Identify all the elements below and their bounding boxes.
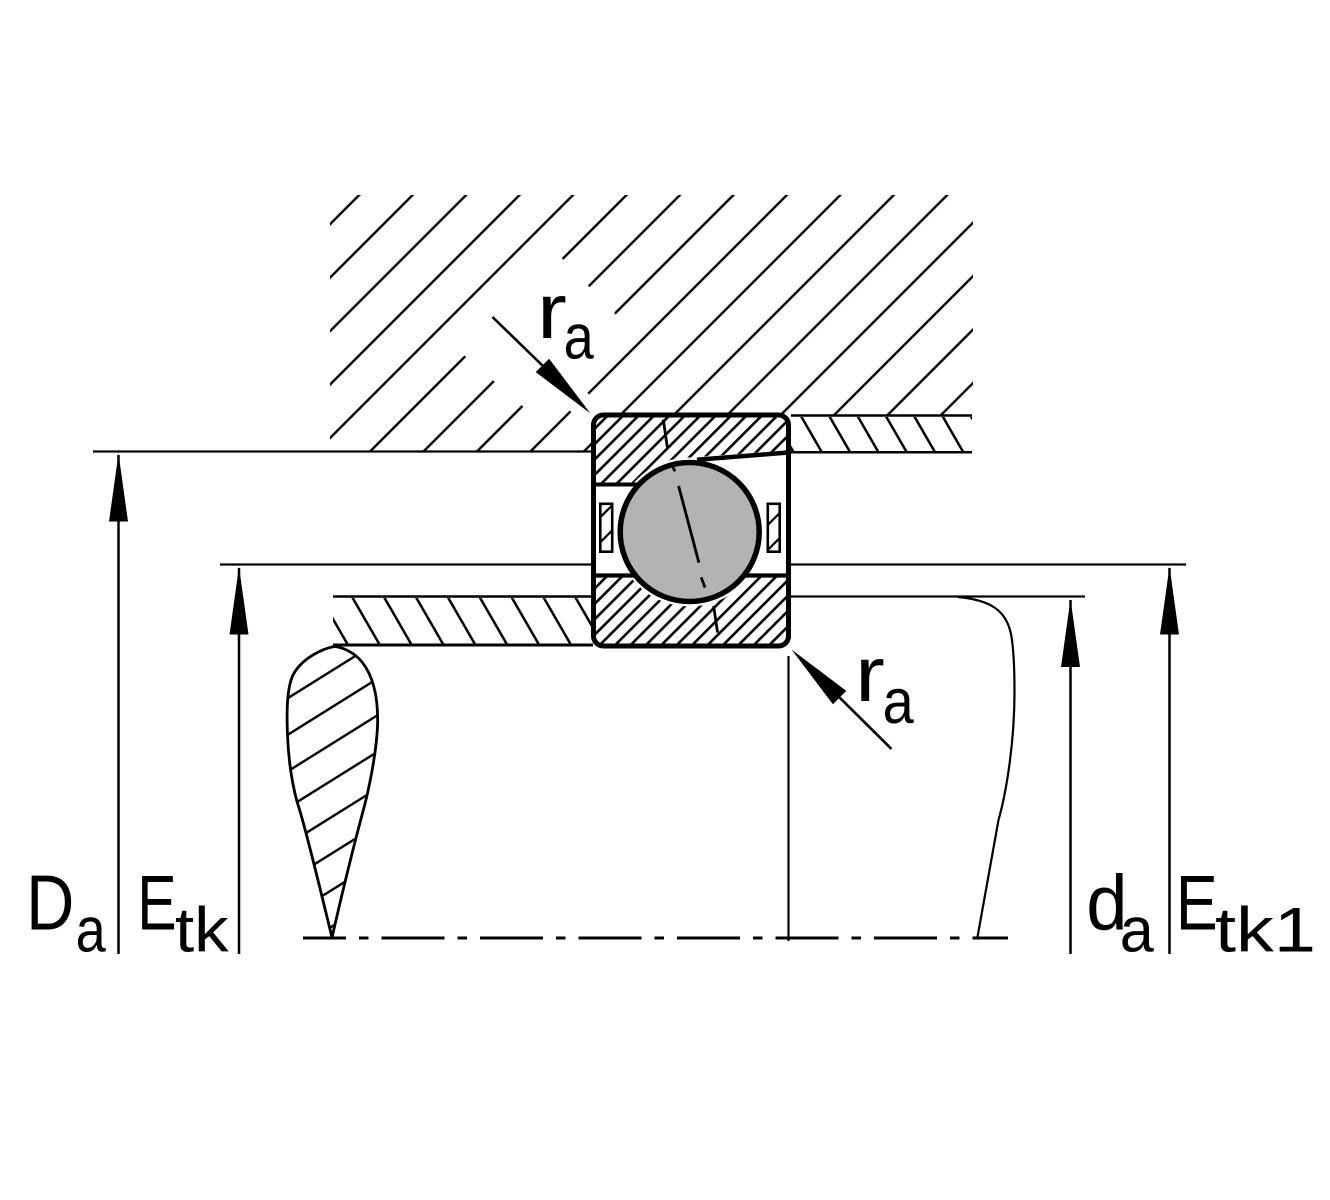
svg-text:a: a [564, 303, 595, 373]
svg-text:r: r [855, 630, 885, 718]
svg-text:D: D [26, 859, 74, 947]
svg-text:tk1: tk1 [1215, 896, 1316, 966]
svg-text:a: a [883, 667, 915, 737]
svg-text:a: a [76, 896, 107, 966]
svg-text:tk: tk [175, 896, 229, 966]
svg-text:r: r [537, 267, 567, 355]
svg-text:d: d [1086, 859, 1127, 947]
svg-text:E: E [137, 859, 176, 947]
svg-text:a: a [1120, 896, 1155, 966]
svg-text:E: E [1176, 859, 1218, 947]
